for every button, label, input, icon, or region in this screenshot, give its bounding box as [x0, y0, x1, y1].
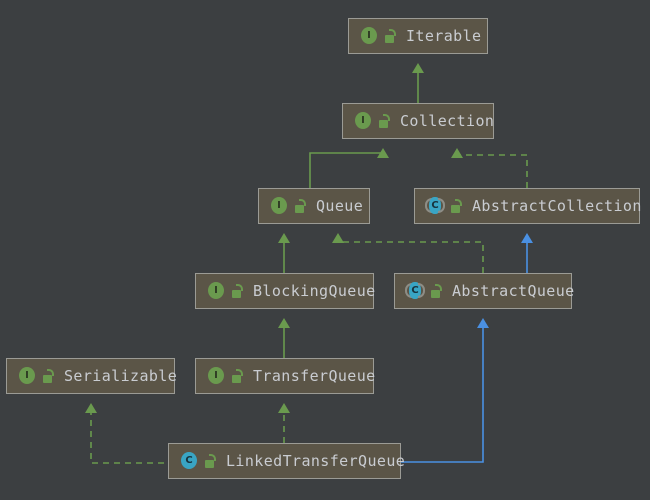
interface-icon: I: [207, 282, 225, 300]
node-queue[interactable]: I Queue: [258, 188, 370, 224]
padlock-body: [232, 375, 241, 383]
edge-line: [309, 152, 384, 188]
padlock-body: [431, 290, 440, 298]
node-label: AbstractCollection: [472, 197, 642, 215]
type-glyph: I: [271, 197, 287, 214]
edge-arrowhead: [412, 63, 424, 73]
padlock-shackle: [236, 369, 243, 376]
edge-abstract-collection-to-collection: [451, 148, 528, 188]
interface-icon: I: [354, 112, 372, 130]
type-glyph: C: [181, 452, 197, 469]
interface-icon: I: [207, 367, 225, 385]
edge-blocking-queue-to-queue: [278, 233, 290, 273]
node-collection[interactable]: I Collection: [342, 103, 494, 139]
padlock-body: [232, 290, 241, 298]
edge-collection-to-iterable: [412, 63, 424, 103]
edge-queue-to-collection: [309, 148, 389, 188]
abstract-class-icon: C: [425, 197, 445, 215]
edge-line: [338, 241, 484, 273]
edge-line: [363, 327, 484, 463]
interface-icon: I: [18, 367, 36, 385]
class-icon: C: [180, 452, 198, 470]
padlock-shackle: [389, 29, 396, 36]
padlock-body: [295, 205, 304, 213]
edge-ltq-to-abstract-queue: [363, 318, 489, 463]
node-label: Queue: [316, 197, 364, 215]
unlocked-padlock-icon: [43, 369, 55, 383]
padlock-body: [205, 460, 214, 468]
unlocked-padlock-icon: [232, 369, 244, 383]
interface-icon: I: [360, 27, 378, 45]
edge-arrowhead: [451, 148, 463, 158]
padlock-shackle: [435, 284, 442, 291]
type-glyph: I: [19, 367, 35, 384]
edge-arrowhead: [477, 318, 489, 328]
unlocked-padlock-icon: [431, 284, 443, 298]
node-label: BlockingQueue: [253, 282, 376, 300]
node-label: TransferQueue: [253, 367, 376, 385]
node-linked-transfer-queue[interactable]: C LinkedTransferQueue: [168, 443, 405, 479]
padlock-body: [451, 205, 460, 213]
padlock-body: [43, 375, 52, 383]
edge-line: [456, 154, 528, 188]
edge-arrowhead: [521, 233, 533, 243]
unlocked-padlock-icon: [451, 199, 463, 213]
padlock-shackle: [383, 114, 390, 121]
edge-ltq-to-transfer-queue: [278, 403, 290, 443]
node-transfer-queue[interactable]: I TransferQueue: [195, 358, 376, 394]
padlock-shackle: [209, 454, 216, 461]
unlocked-padlock-icon: [205, 454, 217, 468]
node-label: LinkedTransferQueue: [226, 452, 406, 470]
unlocked-padlock-icon: [232, 284, 244, 298]
node-blocking-queue[interactable]: I BlockingQueue: [195, 273, 376, 309]
node-iterable[interactable]: I Iterable: [348, 18, 488, 54]
padlock-shackle: [299, 199, 306, 206]
node-serializable[interactable]: I Serializable: [6, 358, 178, 394]
unlocked-padlock-icon: [385, 29, 397, 43]
padlock-shackle: [47, 369, 54, 376]
abstract-class-icon: C: [405, 282, 425, 300]
unlocked-padlock-icon: [379, 114, 391, 128]
unlocked-padlock-icon: [295, 199, 307, 213]
padlock-body: [379, 120, 388, 128]
edge-arrowhead: [85, 403, 97, 413]
edge-arrowhead: [278, 233, 290, 243]
node-label: AbstractQueue: [452, 282, 575, 300]
type-glyph: I: [361, 27, 377, 44]
interface-icon: I: [270, 197, 288, 215]
node-label: Collection: [400, 112, 495, 130]
edge-arrowhead: [278, 403, 290, 413]
padlock-shackle: [455, 199, 462, 206]
padlock-shackle: [236, 284, 243, 291]
node-label: Iterable: [406, 27, 482, 45]
edge-arrowhead: [332, 233, 344, 243]
node-abstract-queue[interactable]: C AbstractQueue: [394, 273, 575, 309]
node-label: Serializable: [64, 367, 178, 385]
edge-transfer-queue-to-blocking-queue: [278, 318, 290, 358]
node-abstract-collection[interactable]: C AbstractCollection: [414, 188, 642, 224]
type-glyph: C: [409, 282, 421, 299]
edge-arrowhead: [377, 148, 389, 158]
edge-abstract-queue-to-abstract-collection: [521, 233, 533, 273]
edge-abstract-queue-to-queue: [332, 233, 484, 273]
type-glyph: I: [208, 367, 224, 384]
type-glyph: I: [355, 112, 371, 129]
type-glyph: C: [429, 197, 441, 214]
edge-arrowhead: [278, 318, 290, 328]
type-glyph: I: [208, 282, 224, 299]
padlock-body: [385, 35, 394, 43]
